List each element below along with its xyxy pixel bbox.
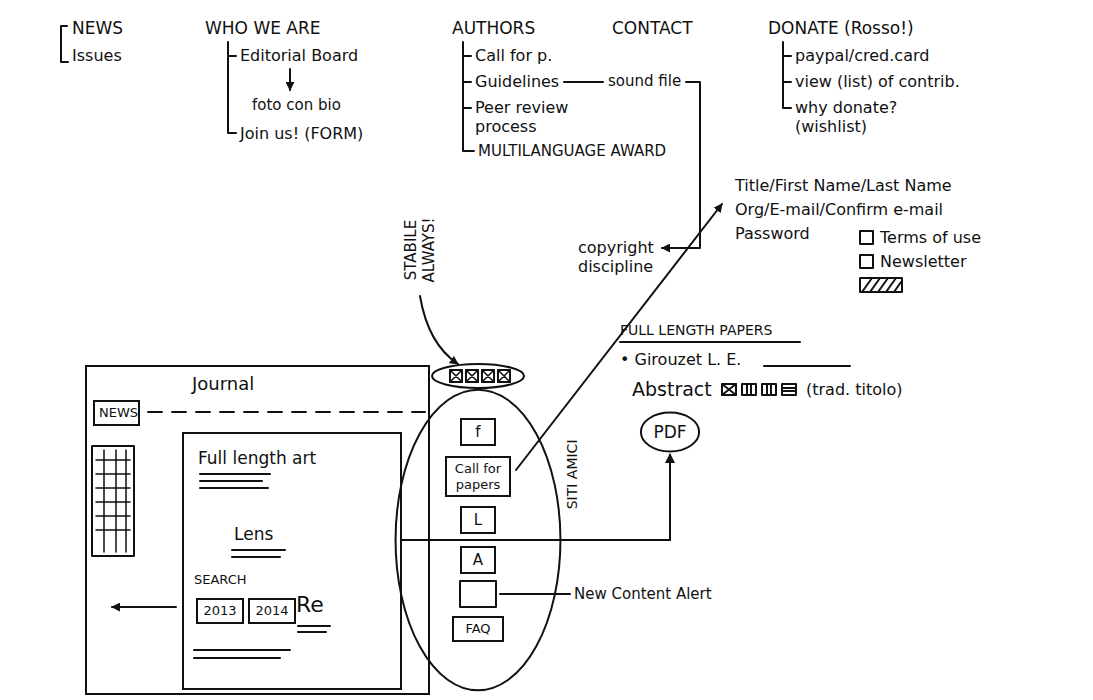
link-box: A [460,546,496,574]
node-text: Call for papers [451,461,505,492]
sketch-note: DONATE (Rosso!) [768,18,914,38]
link-box: f [460,418,496,446]
sketch-note: Password [735,224,810,243]
empty-box [460,581,496,607]
thumbnail [92,446,134,556]
pdf-button: PDF [640,412,700,452]
flag-icon [742,384,756,395]
node-text: L [466,511,490,529]
node-text: f [466,423,490,441]
title-line [764,365,850,367]
scribble [860,278,902,292]
checkbox [860,255,873,268]
node-text: 2014 [254,603,290,619]
nav-dashes [148,411,425,413]
sketch-note: Org/E-mail/Confirm e-mail [735,200,943,219]
sketch-note: WHO WE ARE [205,18,321,38]
sketch-note: Call for p. [475,46,552,65]
node-text: Journal [192,373,254,395]
content-panel: Full length artLens 2013 2014 [182,432,402,690]
sketch-note: Guidelines [475,72,559,91]
scribble [862,278,901,292]
down-arrow [289,69,291,90]
text-lines [194,650,290,658]
sketch-note: sound file [608,72,681,90]
sketch-note: STABILE ALWAYS! [402,210,438,290]
link-box: L [460,506,496,534]
sketch-note: Title/First Name/Last Name [735,176,952,195]
node-text: FAQ [458,621,498,637]
flag-icon [767,384,771,395]
tree-line [783,42,791,108]
sketch-note: NEWS [72,18,123,38]
sketch-note: why donate? (wishlist) [795,98,910,136]
tree-line [463,42,474,151]
checkbox [860,231,873,244]
sketch-note: Peer review process [475,98,585,136]
underline [620,341,800,343]
sketch-note: Join us! (FORM) [240,124,363,143]
menu-bracket [61,26,68,62]
node-text: PDF [653,422,686,442]
link-box: FAQ [452,616,504,642]
sketch-note: Editorial Board [240,46,358,65]
nav-tab: NEWS [93,400,140,426]
sketch-note: AUTHORS [452,18,535,38]
text-lines [200,474,270,488]
social-icon [450,370,510,382]
flag-icon [722,384,736,395]
sketch-note: • Girouzet L. E. [620,350,741,369]
leader-arrow [420,296,458,364]
leader-line [500,593,570,595]
sketch-note: Abstract [632,378,712,401]
flag-icon [762,384,776,395]
page-frame: JournalNEWS Full length artLens 2013 2014 [85,365,430,695]
sketch-note: foto con bio [252,96,341,114]
outline-ellipse [641,413,699,452]
thumbnail-hatch [96,450,130,552]
node-text: Lens [234,524,273,544]
node-text: 2013 [202,603,238,619]
leader-line [564,81,603,83]
node-text: Full length art [198,448,316,468]
text-lines [232,550,285,557]
sketch-note: paypal/cred.card [795,46,929,65]
node-text: NEWS [99,405,134,421]
year-cell: 2014 [248,598,296,624]
sketch-note: Issues [72,46,122,65]
link-box: Call for papers [445,456,511,497]
sketch-note: Newsletter [880,252,967,271]
flag-icon [782,388,796,391]
flag-icon [747,384,751,395]
back-arrow [112,606,176,608]
tree-line [228,42,236,133]
link-group-ellipse: SITI AMICIfCall for papersLAFAQ [393,385,563,695]
sketch-note: Terms of use [880,228,981,247]
connector-arrow [402,454,670,540]
sketch-note: MULTILANGUAGE AWARD [478,142,666,160]
sketch-note: view (list) of contrib. [795,72,960,91]
sketch-note: copyright discipline [578,238,668,276]
node-text: A [466,551,490,569]
node-text: SITI AMICI [564,439,581,509]
sketch-note: New Content Alert [574,585,712,603]
sketch-note: FULL LENGTH PAPERS [620,322,772,339]
outline-ellipse [396,390,561,691]
sketch-note: SEARCH [194,572,247,588]
sketch-note: Re [296,592,324,618]
sketch-note: CONTACT [612,18,693,38]
leader-arrow [662,82,700,248]
text-lines [298,626,330,632]
flag-icon [782,384,796,395]
flag-icon [722,384,736,395]
icon-group-outline [432,364,524,388]
sketch-note: (trad. titolo) [806,380,902,399]
year-cell: 2013 [196,598,244,624]
